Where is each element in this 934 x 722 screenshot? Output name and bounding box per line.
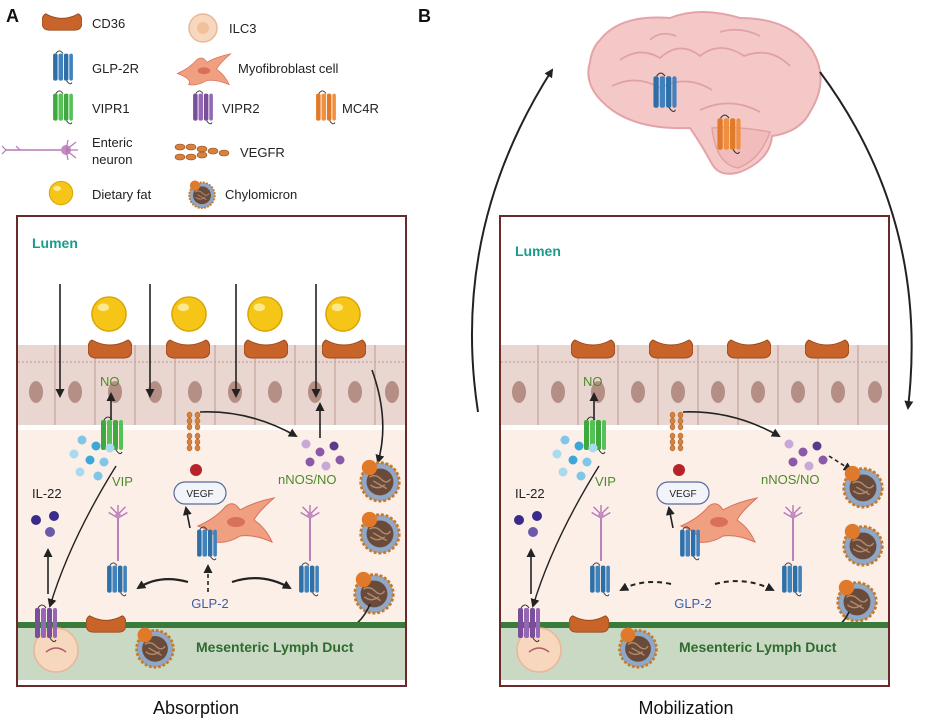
panel-b-letter: B: [418, 6, 431, 26]
panel-b-caption: Mobilization: [638, 698, 733, 718]
ilc3-icon: [188, 13, 218, 43]
nnos-molecules: [784, 439, 828, 471]
lymph-duct: [501, 622, 888, 680]
dietary-fat-droplet: [247, 296, 283, 332]
legend-ilc3: ILC3: [229, 21, 256, 36]
mc4r-icon: [315, 90, 337, 125]
vegf-ligand: [673, 464, 685, 476]
il22-molecules: [31, 511, 59, 537]
nnos-label: nNOS/NO: [278, 472, 337, 487]
vip-molecules: [552, 435, 598, 481]
dietary-fat-droplet: [325, 296, 361, 332]
dietary-fat-icon: [48, 180, 74, 206]
lymph-duct: [18, 622, 405, 680]
nnos-label: nNOS/NO: [761, 472, 820, 487]
vipr1-icon: [52, 90, 74, 125]
chylomicron-icon: [188, 179, 216, 210]
nnos-molecules: [301, 439, 345, 471]
legend-vegfr: VEGFR: [240, 145, 285, 160]
legend-vipr2: VIPR2: [222, 101, 260, 116]
enteric-neuron-icon: [1, 139, 78, 161]
legend-mc4r: MC4R: [342, 101, 379, 116]
glp2r-icon: [52, 50, 74, 85]
duct-label: Mesenteric Lymph Duct: [196, 639, 354, 655]
dietary-fat-droplet: [91, 296, 127, 332]
no-label: NO: [100, 374, 120, 389]
panel-a: Lumen: [16, 215, 407, 687]
vipr2-icon: [192, 90, 214, 125]
vip-label: VIP: [595, 474, 616, 489]
legend-glp2r: GLP-2R: [92, 61, 139, 76]
vegf-label: VEGF: [186, 489, 213, 500]
brain: [587, 11, 822, 175]
panel-b: Lumen NO: [499, 215, 890, 687]
vip-label: VIP: [112, 474, 133, 489]
legend-enteric-2: neuron: [92, 152, 132, 167]
arrow-from-brain: [819, 71, 914, 410]
lumen-label: Lumen: [32, 235, 78, 251]
legend-chylomicron: Chylomicron: [225, 187, 297, 202]
legend-cd36: CD36: [92, 16, 125, 31]
arrow-to-brain: [471, 68, 554, 413]
no-label: NO: [583, 374, 603, 389]
panel-a-caption: Absorption: [153, 698, 239, 718]
glp2-label: GLP-2: [674, 596, 712, 611]
legend: A B CD36 GLP-2R VIPR1 Enteric neuron Die…: [1, 6, 431, 210]
duct-label: Mesenteric Lymph Duct: [679, 639, 837, 655]
vegf-ligand: [190, 464, 202, 476]
vegf-label: VEGF: [669, 489, 696, 500]
myofibroblast-icon: [177, 53, 231, 86]
cd36-icon: [42, 13, 82, 31]
legend-dietary-fat: Dietary fat: [92, 187, 152, 202]
il22-label: IL-22: [32, 486, 62, 501]
il22-molecules: [514, 511, 542, 537]
lumen-label: Lumen: [515, 243, 561, 259]
legend-myofibroblast: Myofibroblast cell: [238, 61, 339, 76]
glp2-label: GLP-2: [191, 596, 229, 611]
il22-label: IL-22: [515, 486, 545, 501]
uptake-arrows: [55, 284, 385, 464]
vegfr-icon: [174, 143, 230, 161]
legend-vipr1: VIPR1: [92, 101, 130, 116]
panel-a-letter: A: [6, 6, 19, 26]
vip-molecules: [69, 435, 115, 481]
dietary-fat-droplet: [171, 296, 207, 332]
legend-enteric-1: Enteric: [92, 135, 133, 150]
